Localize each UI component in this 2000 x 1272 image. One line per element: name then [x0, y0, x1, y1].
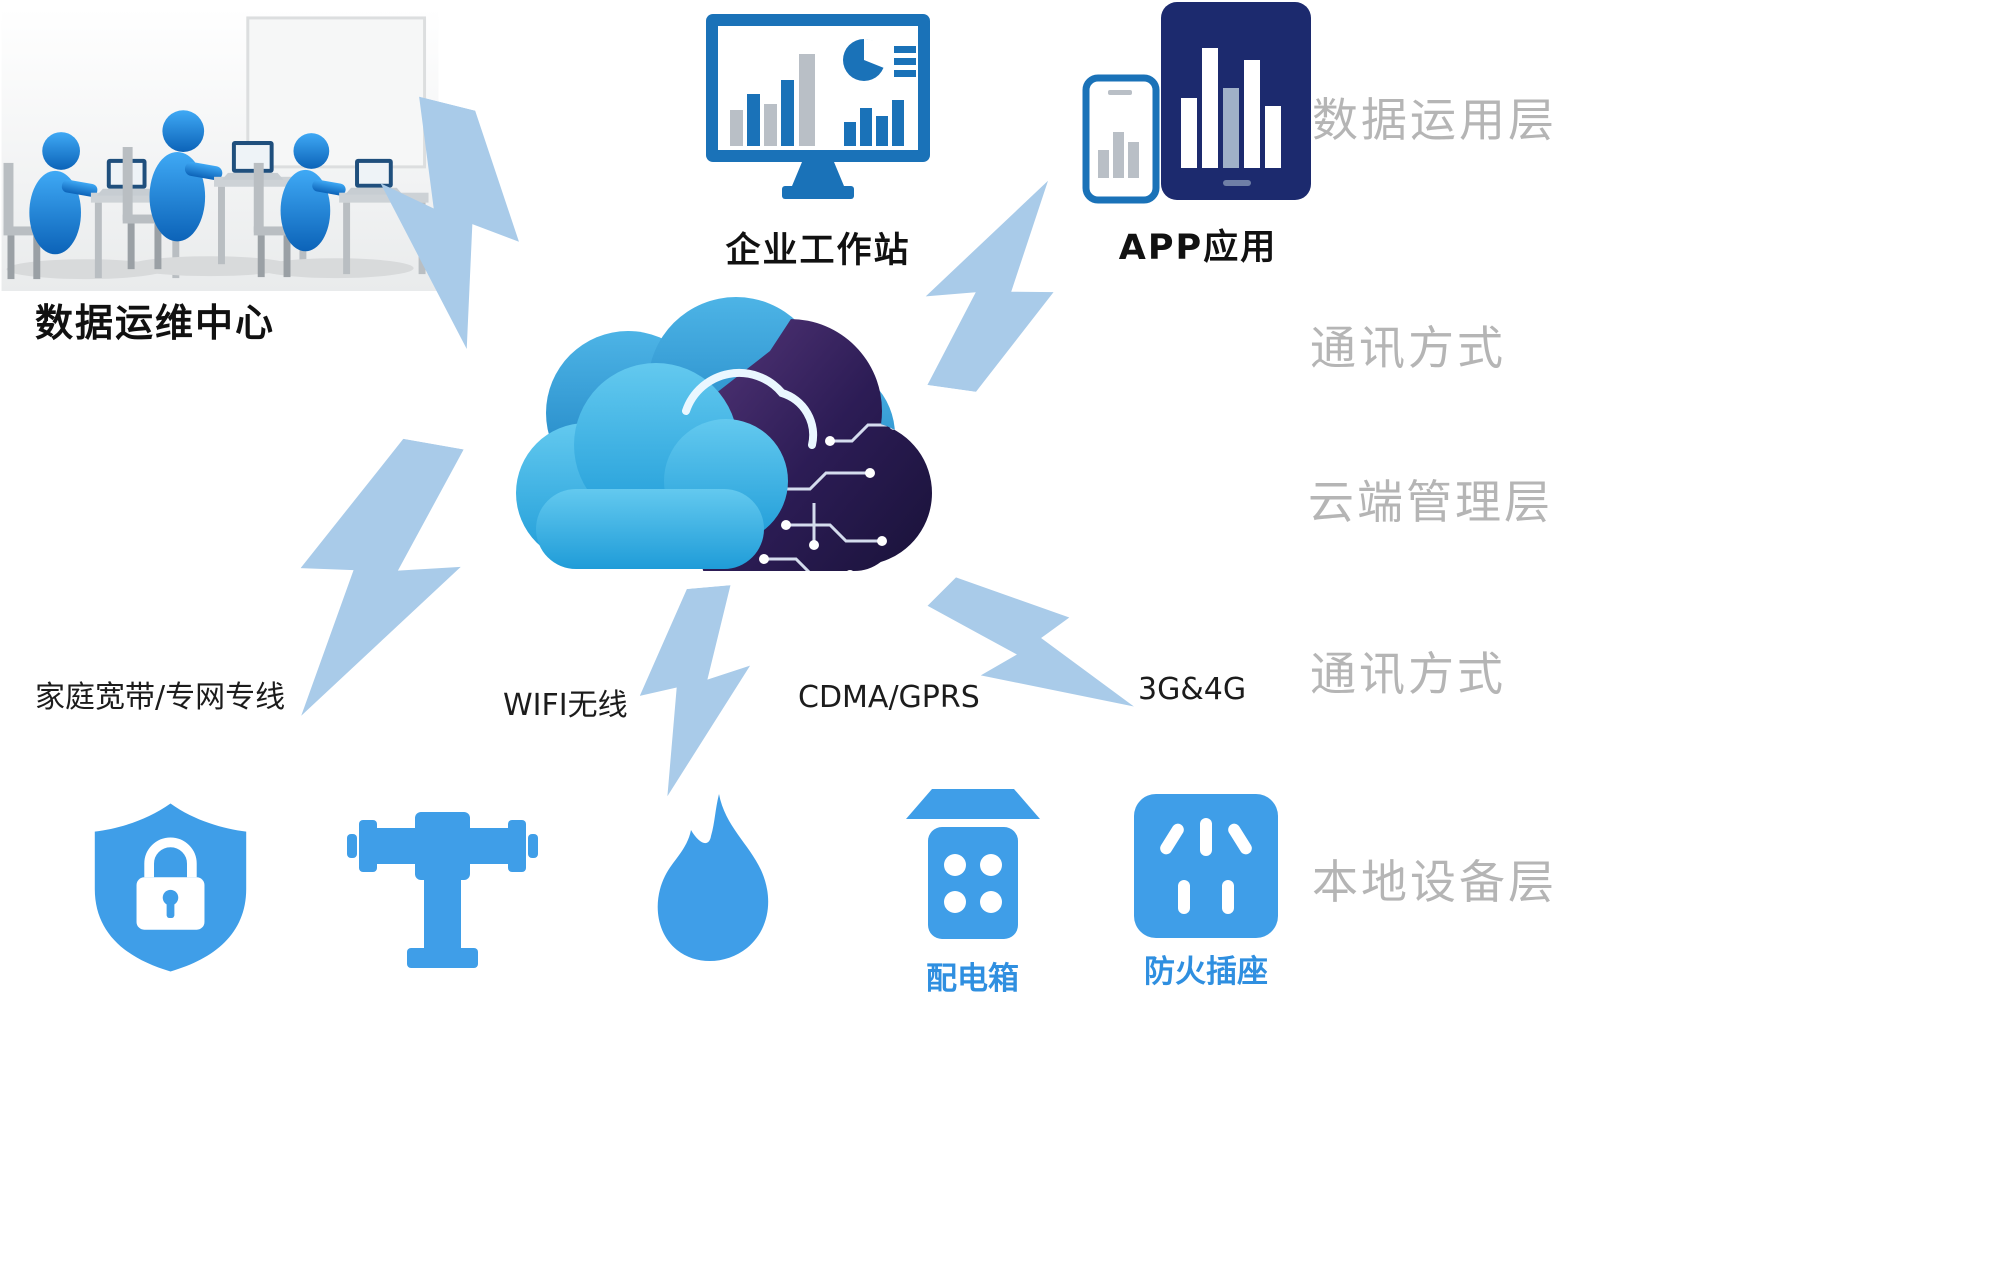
conn-label-3g-4g: 3G&4G [1138, 672, 1247, 707]
conn-label-wifi: WIFI无线 [503, 688, 628, 723]
fireproof-socket-label: 防火插座 [1144, 954, 1268, 990]
conn-label-cdma-gprs: CDMA/GPRS [798, 680, 980, 715]
layer-label-data-application: 数据运用层 [1312, 93, 1557, 147]
layer-label-local-device: 本地设备层 [1312, 855, 1557, 909]
lightning-bolt-icon [927, 577, 1134, 707]
fireproof-socket-node: 防火插座 [1130, 792, 1282, 991]
layer-label-communication-top: 通讯方式 [1310, 321, 1506, 375]
conn-label-broadband: 家庭宽带/专网专线 [35, 680, 286, 715]
data-center-label: 数据运维中心 [35, 301, 276, 345]
lightning-bolt-icon [300, 438, 464, 716]
shield-lock-icon [94, 803, 247, 972]
power-socket-icon [1134, 794, 1278, 938]
layer-label-cloud-management: 云端管理层 [1308, 475, 1553, 529]
pipe-valve-icon [347, 812, 538, 968]
operations-team-illustration [1, 8, 439, 291]
cloud-computing-icon [516, 297, 932, 571]
layer-label-communication-bottom: 通讯方式 [1310, 647, 1506, 701]
tablet-phone-chart-icon [1082, 2, 1311, 204]
workstation-label: 企业工作站 [725, 231, 911, 271]
app-label: APP应用 [1118, 228, 1278, 268]
lightning-bolt-icon [639, 585, 751, 797]
distribution-box-node: 配电箱 [895, 785, 1050, 998]
app-node: APP应用 [1078, 0, 1318, 270]
lightning-bolt-icon [380, 96, 519, 350]
flame-icon [657, 794, 769, 962]
lightning-bolt-icon [925, 180, 1054, 392]
distribution-box-label: 配电箱 [926, 961, 1019, 997]
distribution-box-icon [905, 789, 1040, 939]
desktop-monitor-chart-icon [706, 14, 930, 199]
workstation-node: 企业工作站 [693, 10, 943, 273]
